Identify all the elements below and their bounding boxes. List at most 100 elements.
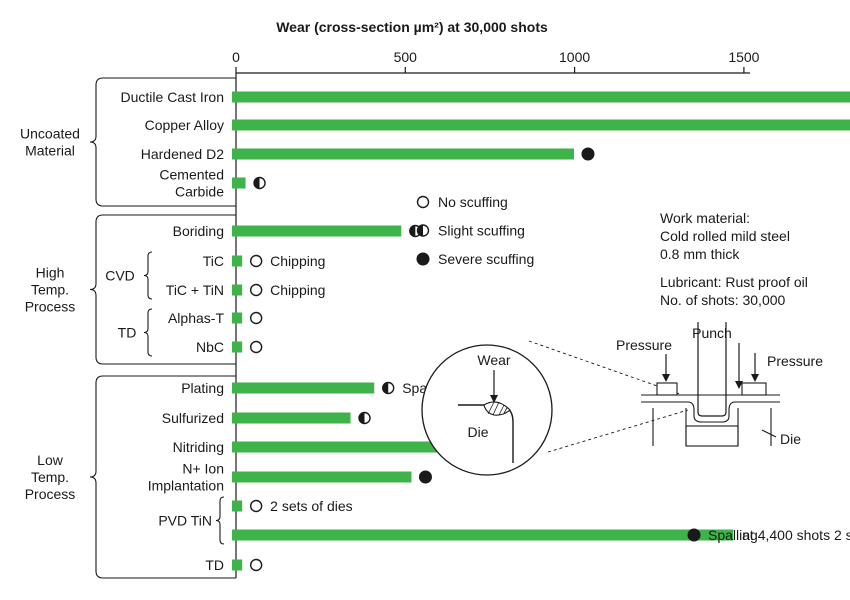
legend-marker-half — [416, 224, 430, 237]
condition-text: Cold rolled mild steel — [660, 228, 790, 244]
pressure-left-label: Pressure — [616, 337, 672, 353]
row-label: TiC + TiN — [166, 282, 224, 298]
blank-holder-right — [741, 382, 767, 396]
row-label: NbC — [196, 339, 224, 355]
group-label: Low — [37, 452, 64, 468]
marker-plating-fill — [382, 382, 389, 394]
group-label: Uncoated — [20, 126, 80, 142]
bar-boriding — [232, 225, 402, 237]
bar-hardened-d2 — [232, 148, 574, 160]
wear-hatch — [483, 401, 511, 416]
marker-tic-tin — [249, 283, 263, 297]
note-tic: Chipping — [270, 253, 325, 269]
row-label: Copper Alloy — [145, 117, 224, 133]
wear-label: Wear — [477, 352, 511, 368]
pressure-left-arrowhead — [662, 374, 670, 382]
pressure-right-label: Pressure — [767, 353, 823, 369]
note-tic-tin: Chipping — [270, 282, 325, 298]
die-insert — [685, 425, 739, 447]
x-tick-label: 500 — [394, 49, 418, 65]
bar-copper-alloy — [232, 119, 850, 131]
note-row-13: 2 sets of dies — [270, 498, 353, 514]
legend-label: Slight scuffing — [438, 223, 525, 239]
condition-text: No. of shots: 30,000 — [660, 292, 786, 308]
wear-arrowhead — [490, 395, 498, 403]
legend-marker-full — [416, 252, 430, 266]
subgroup-label: CVD — [105, 268, 135, 284]
group-bracket — [89, 214, 236, 365]
bar-nbc — [232, 341, 243, 353]
hatch-line — [498, 404, 505, 416]
punch-body — [697, 322, 727, 417]
group-label: Process — [25, 486, 76, 502]
zoom-guide-line — [547, 409, 689, 453]
row-label: TiC — [203, 253, 224, 269]
punch-label: Punch — [692, 325, 732, 341]
marker-nbc — [249, 340, 263, 354]
row-label: Sulfurized — [162, 410, 224, 426]
subgroup-brace — [143, 308, 153, 357]
zoom-guide-line — [528, 340, 681, 395]
row-label: Ductile Cast Iron — [121, 89, 224, 105]
die-label-zoom: Die — [467, 424, 488, 440]
group-label: Process — [25, 299, 76, 315]
die-label: Die — [780, 431, 801, 447]
bar-nitriding — [232, 441, 514, 453]
bar-n-ion-implantation — [232, 471, 412, 483]
bar-row-14 — [232, 529, 734, 541]
bar-ductile-cast-iron — [232, 91, 850, 103]
hatch-line — [492, 401, 500, 416]
legend-marker-half-fill — [417, 225, 423, 236]
condition-text: Lubricant: Rust proof oil — [660, 274, 808, 290]
condition-text: 0.8 mm thick — [660, 246, 740, 262]
marker-tic — [249, 254, 263, 268]
legend-label: Severe scuffing — [438, 251, 534, 267]
sheet-bottom — [641, 401, 780, 423]
marker-row-13 — [249, 499, 263, 513]
marker-boriding-fill — [409, 225, 416, 237]
marker-row-14 — [687, 528, 701, 542]
chart-title: Wear (cross-section µm²) at 30,000 shots — [276, 19, 548, 35]
row-label: Nitriding — [173, 439, 224, 455]
group-bracket — [89, 375, 236, 579]
bar-cemented-carbide — [232, 177, 246, 189]
row-label: N+ Ion — [182, 461, 224, 477]
marker-hardened-d2 — [581, 147, 595, 161]
x-tick-label: 1500 — [728, 49, 759, 65]
pressure-right-arrowhead — [751, 374, 759, 382]
note-spalling: Spalling — [708, 527, 758, 543]
row-label: Cemented — [159, 167, 224, 183]
bar-sulfurized — [232, 412, 351, 424]
marker-n-ion-implantation — [418, 470, 432, 484]
row-label: TD — [205, 557, 224, 573]
bar-tic — [232, 255, 243, 267]
marker-td — [249, 558, 263, 572]
marker-sulfurized — [358, 411, 371, 425]
bar-tic-tin — [232, 284, 243, 296]
bar-plating — [232, 382, 375, 394]
legend-label: No scuffing — [438, 194, 508, 210]
x-tick-label: 0 — [232, 49, 240, 65]
marker-sulfurized-fill — [359, 412, 365, 424]
group-label: Material — [25, 143, 75, 159]
legend-marker-open — [416, 195, 430, 209]
marker-cemented-carbide — [253, 176, 266, 190]
marker-cemented-carbide-fill — [254, 177, 260, 189]
marker-plating — [382, 381, 395, 395]
bar-td — [232, 559, 243, 571]
bar-alphas-t — [232, 312, 243, 324]
row-label: Alphas-T — [168, 310, 224, 326]
row-label: Carbide — [175, 184, 224, 200]
hatch-line — [487, 401, 495, 415]
row-label: Hardened D2 — [141, 146, 224, 162]
hatch-line — [503, 407, 508, 414]
subgroup-label: TD — [118, 325, 137, 341]
die-pointer — [761, 429, 777, 438]
row-label: Boriding — [173, 223, 224, 239]
subgroup-label: PVD TiN — [158, 513, 212, 529]
punch-arrowhead — [735, 381, 743, 389]
marker-alphas-t — [249, 311, 263, 325]
group-label: High — [36, 265, 65, 281]
